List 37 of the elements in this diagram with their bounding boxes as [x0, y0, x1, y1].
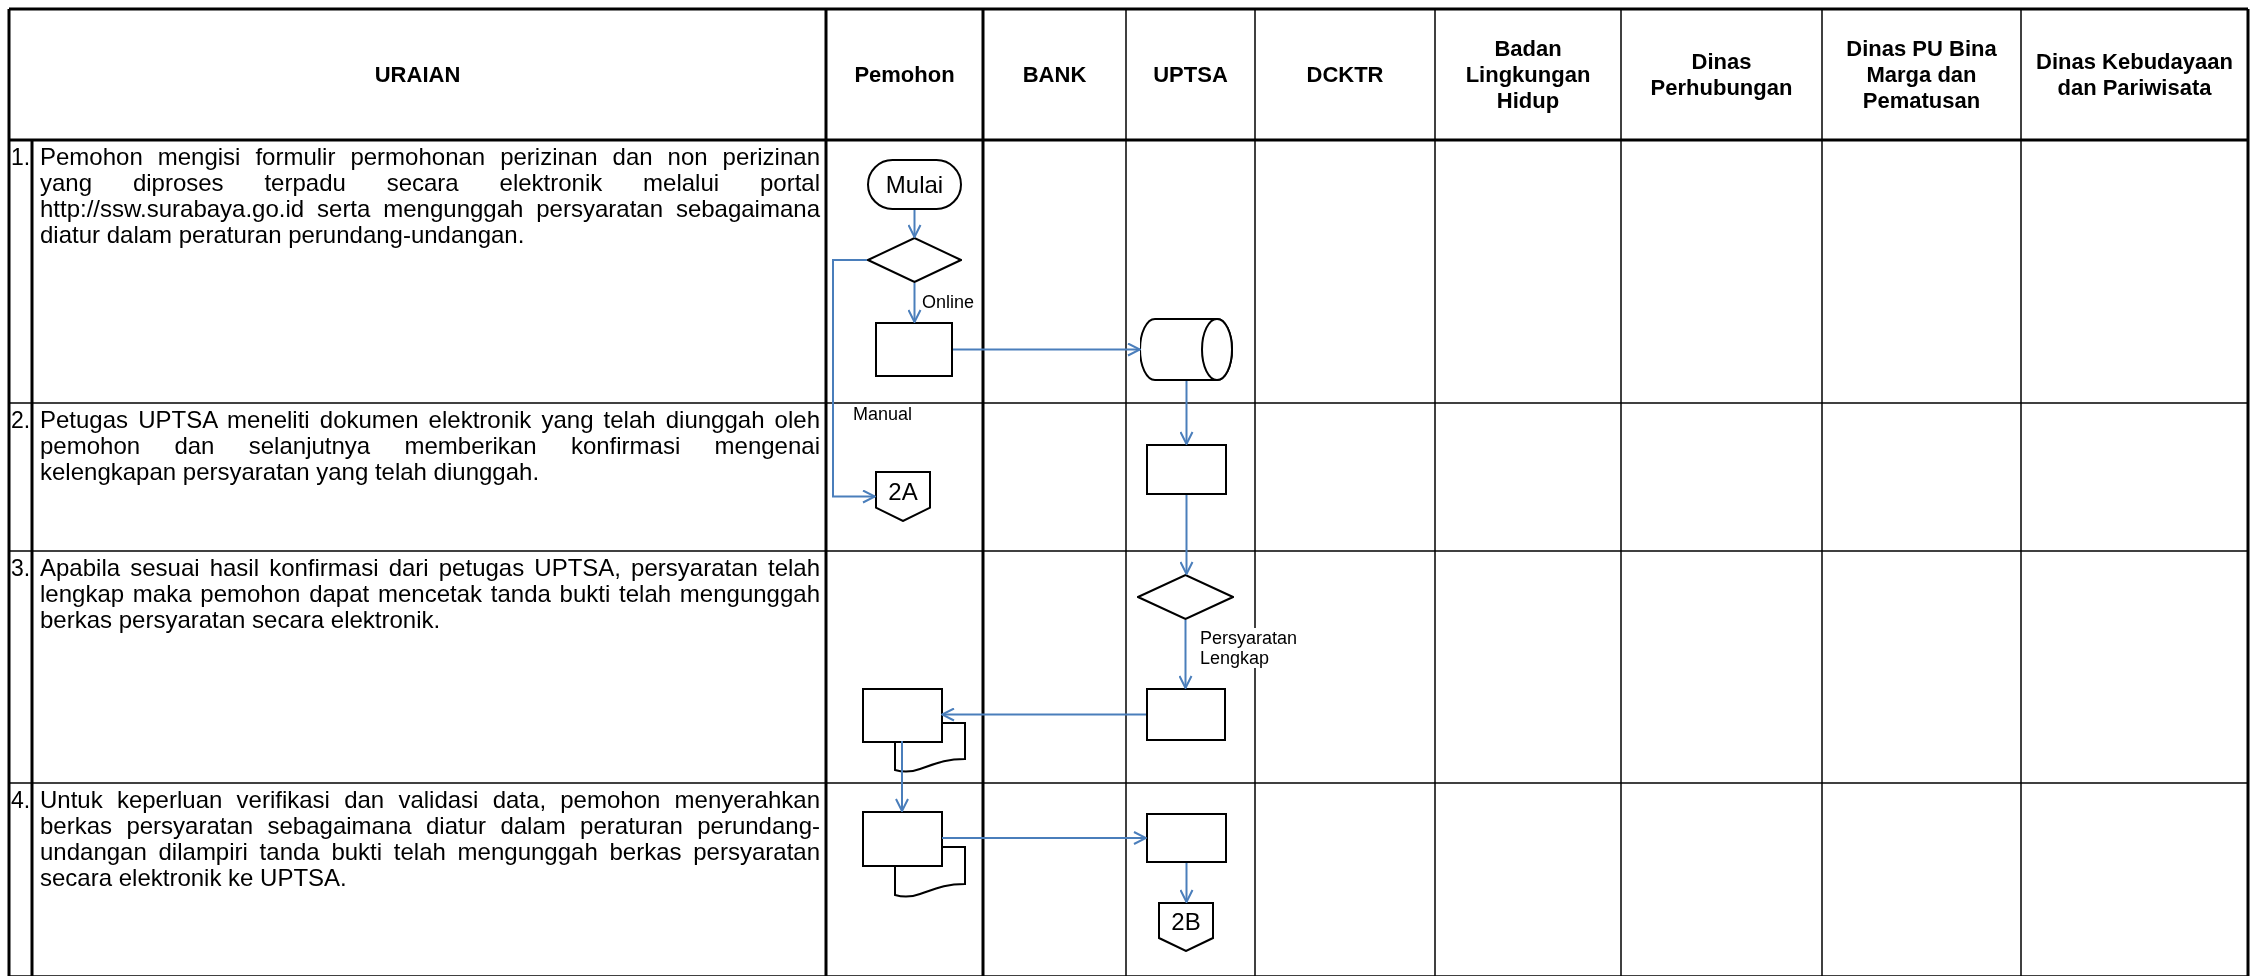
lane-header: Badan Lingkungan Hidup [1464, 35, 1592, 114]
step-description: Petugas UPTSA meneliti dokumen elektronik yang telah diunggah oleh pemohon dan selanjutnya memberikan konfirmasi mengenai kelengkapan persyaratan yang telah diunggah. [40, 407, 820, 485]
step-description: Pemohon mengisi formulir permohonan perizinan dan non perizinan yang diproses terpadu secara elektronik melalui portal http://ssw.surabaya.go.id serta mengunggah persyaratan sebagaimana diatur dalam peraturan perundang-undangan. [40, 144, 820, 248]
process-box [875, 322, 953, 377]
process-box [1146, 688, 1226, 741]
start-terminator: Mulai [867, 159, 962, 210]
lane-header: Dinas PU Bina Marga dan Pematusan [1845, 35, 1998, 114]
lane-header: Pemohon [854, 61, 955, 88]
lane-header: Dinas Kebudayaan dan Pariwisata [2035, 48, 2234, 101]
lane-header: BANK [1022, 61, 1087, 88]
step-description: Untuk keperluan verifikasi dan validasi data, pemohon menyerahkan berkas persyaratan sebagaimana diatur dalam peraturan perundang-undangan dilampiri tanda bukti telah mengunggah berkas persyaratan secara elektronik ke UPTSA. [40, 787, 820, 891]
off-page-connector: 2B [1158, 902, 1214, 952]
arrow [1179, 494, 1194, 575]
step-number: 1. [11, 144, 32, 170]
lane-header: Dinas Perhubungan [1649, 48, 1794, 101]
column-header: URAIAN [374, 61, 461, 88]
document-shape [862, 688, 966, 773]
arrow [832, 259, 876, 504]
lane-header: UPTSA [1153, 61, 1228, 88]
process-box [1146, 444, 1227, 495]
arrow [1179, 380, 1194, 445]
step-number: 3. [11, 555, 32, 581]
arrow [907, 282, 922, 323]
arrow [907, 209, 922, 238]
document-shape [862, 811, 966, 898]
step-number: 2. [11, 407, 32, 433]
database-cylinder [1140, 318, 1233, 381]
step-description: Apabila sesuai hasil konfirmasi dari petugas UPTSA, persyaratan telah lengkap maka pemohon dapat mencetak tanda bukti telah mengunggah berkas persyaratan secara elektronik. [40, 555, 820, 633]
step-number: 4. [11, 787, 32, 813]
arrow [1178, 619, 1193, 689]
arrow [952, 342, 1141, 357]
process-box [1146, 813, 1227, 863]
decision-diamond [867, 237, 962, 283]
off-page-connector: 2A [875, 471, 931, 522]
lane-header: DCKTR [1306, 61, 1384, 88]
arrow [1179, 862, 1194, 903]
decision-diamond [1137, 574, 1234, 620]
